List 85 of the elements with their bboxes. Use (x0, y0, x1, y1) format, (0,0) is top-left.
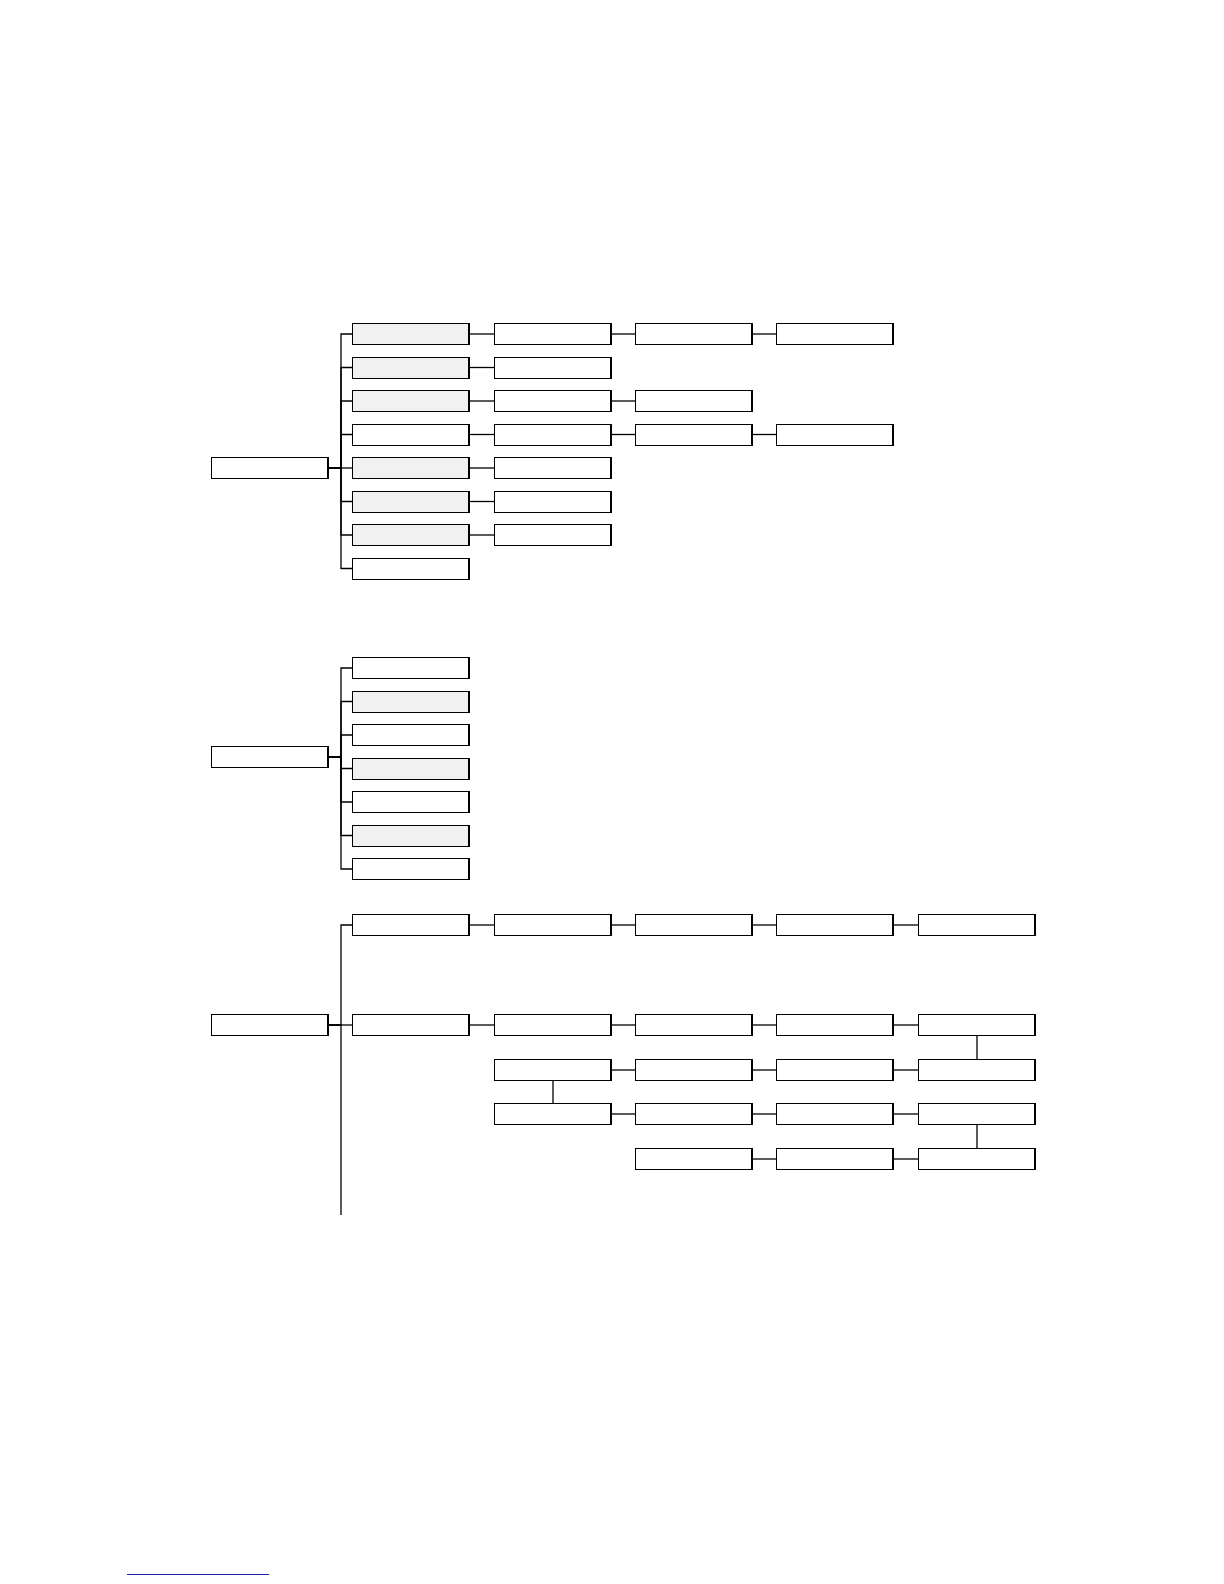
node-box (352, 791, 470, 813)
node-box (494, 457, 612, 479)
connector-line (611, 400, 636, 402)
connector-line (469, 534, 495, 536)
connector-line (752, 1113, 777, 1115)
connector-line (976, 1124, 978, 1149)
node-box (352, 1014, 470, 1036)
connector-line (469, 924, 495, 926)
connector-line (328, 1024, 342, 1216)
node-box (494, 490, 612, 513)
node-box (494, 524, 612, 546)
node-box (352, 724, 470, 746)
connector-line (328, 467, 353, 570)
shaded-node-box (352, 356, 470, 379)
node-box (776, 423, 894, 446)
connector-line (328, 756, 353, 870)
node-box (776, 323, 894, 345)
connector-line (611, 333, 636, 335)
connector-line (976, 1035, 978, 1060)
shaded-node-box (352, 390, 470, 412)
node-box (635, 390, 753, 412)
node-box (918, 1059, 1036, 1081)
node-box (776, 1148, 894, 1170)
node-box (494, 1059, 612, 1081)
connector-line (893, 1024, 919, 1026)
node-box (635, 1103, 753, 1125)
node-box (635, 914, 753, 936)
node-box (494, 1103, 612, 1125)
node-box (494, 356, 612, 379)
node-box (352, 657, 470, 679)
node-box (494, 323, 612, 345)
node-box (918, 1148, 1036, 1170)
shaded-node-box (352, 690, 470, 713)
node-box (494, 390, 612, 412)
node-box (918, 1103, 1036, 1125)
node-box (635, 1014, 753, 1036)
connector-line (469, 1024, 495, 1026)
node-box (494, 914, 612, 936)
node-box (211, 1014, 329, 1036)
node-box (211, 457, 329, 479)
node-box (494, 423, 612, 446)
connector-line (469, 467, 495, 469)
connector-line (893, 1113, 919, 1115)
node-box (776, 914, 894, 936)
connector-line (469, 433, 495, 436)
connector-line (469, 500, 495, 503)
connector-line (611, 1113, 636, 1115)
connector-line (752, 1158, 777, 1160)
node-box (776, 1014, 894, 1036)
connector-line (552, 1080, 554, 1104)
connector-line (611, 924, 636, 926)
shaded-node-box (352, 323, 470, 345)
connector-line (752, 333, 777, 335)
connector-line (752, 924, 777, 926)
shaded-node-box (352, 457, 470, 479)
connector-line (469, 366, 495, 369)
connector-line (469, 400, 495, 402)
node-box (211, 746, 329, 768)
connector-line (611, 433, 636, 436)
shaded-node-box (352, 824, 470, 847)
node-box (635, 1148, 753, 1170)
node-box (776, 1103, 894, 1125)
shaded-node-box (352, 490, 470, 513)
node-box (776, 1059, 894, 1081)
connector-line (752, 433, 777, 436)
shaded-node-box (352, 757, 470, 780)
connector-line (893, 1069, 919, 1071)
node-box (635, 323, 753, 345)
node-box (352, 914, 470, 936)
connector-line (752, 1024, 777, 1026)
node-box (918, 914, 1036, 936)
node-box (352, 423, 470, 446)
node-box (635, 423, 753, 446)
connector-line (469, 333, 495, 335)
connector-line (611, 1069, 636, 1071)
shaded-node-box (352, 524, 470, 546)
node-box (352, 858, 470, 880)
connector-line (611, 1024, 636, 1026)
node-box (352, 557, 470, 580)
connector-line (752, 1069, 777, 1071)
node-box (918, 1014, 1036, 1036)
connector-line (893, 924, 919, 926)
connector-line (893, 1158, 919, 1160)
node-box (635, 1059, 753, 1081)
node-box (494, 1014, 612, 1036)
